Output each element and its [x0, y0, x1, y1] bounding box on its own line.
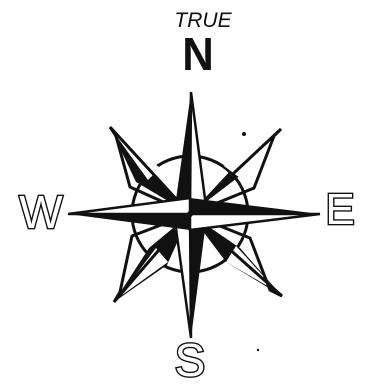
- point-south: [174, 214, 207, 338]
- south-label: S: [166, 337, 214, 383]
- ink-speck: [257, 349, 259, 351]
- west-label: W: [12, 189, 70, 235]
- point-north: [174, 92, 207, 214]
- east-label: E: [320, 188, 360, 232]
- point-west: [68, 198, 190, 230]
- north-label: N: [170, 31, 227, 77]
- ink-speck: [242, 132, 246, 136]
- compass-center: [187, 211, 193, 217]
- point-east: [190, 198, 320, 230]
